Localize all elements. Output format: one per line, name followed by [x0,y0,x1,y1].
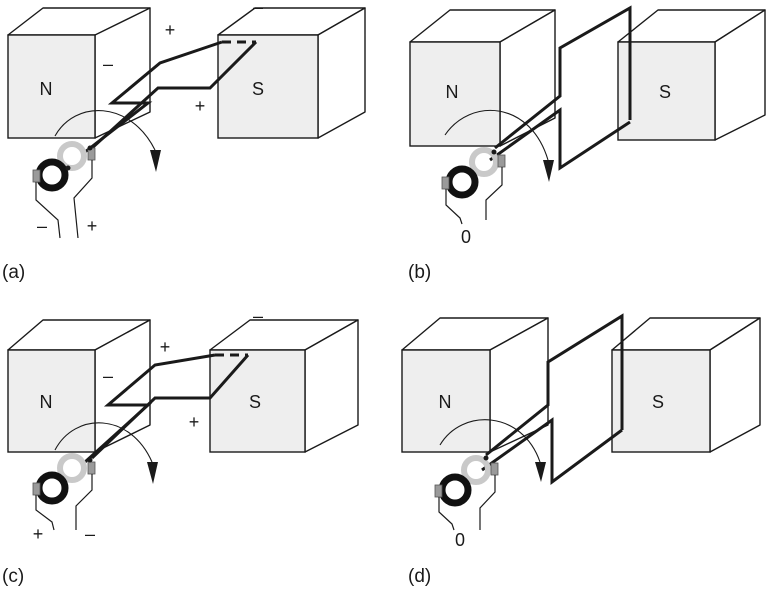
north-pole-label: N [40,79,53,99]
coil-polarity-left: – [103,54,113,74]
brush-left [434,484,443,498]
north-pole-label: N [446,82,459,102]
coil-polarity-top-right: – [253,0,263,17]
panel-c: N S + – – + + – [2,306,359,587]
brush-right [490,462,499,476]
coil-polarity-top-right: – [253,306,263,326]
brush-right [497,154,506,168]
coil-polarity-top-left: + [160,337,171,357]
rotation-arrow [439,419,546,482]
panel-d: N S 0 (d) [401,313,761,587]
terminal-left-polarity: + [33,524,44,544]
armature-coil [481,313,624,485]
slip-rings [32,141,96,239]
brush-left [441,176,450,190]
coil-polarity-bottom: + [189,412,200,432]
south-pole-label: S [659,82,671,102]
rotation-arrow [444,110,554,182]
slip-rings [441,147,506,225]
coil-polarity-top-left: + [165,20,176,40]
brush-left [32,169,41,183]
panel-a: N S + [2,0,366,283]
armature-coil [83,353,250,464]
south-magnet: S [611,317,761,453]
panel-label: (c) [2,566,24,587]
terminal-voltage: 0 [455,530,465,550]
north-pole-label: N [439,392,452,412]
south-magnet: S [617,9,766,141]
panel-label: (b) [408,262,431,283]
north-magnet: N [7,7,151,139]
armature-coil [489,5,632,171]
south-magnet: S [209,319,359,453]
south-pole-label: S [252,79,264,99]
brush-left [32,482,41,496]
terminal-right-polarity: – [85,524,95,544]
slip-rings [32,453,96,531]
south-magnet: S [217,7,366,139]
north-magnet: N [401,317,549,453]
panel-label: (d) [408,566,431,587]
terminal-voltage: 0 [461,227,471,247]
panel-b: N S 0 (b) [408,5,766,283]
south-pole-label: S [652,392,664,412]
terminal-left-polarity: – [37,216,47,236]
rotation-arrow [54,109,161,172]
north-magnet: N [7,319,151,453]
brush-right [87,461,96,475]
slip-rings [434,455,499,531]
south-pole-label: S [249,392,261,412]
north-pole-label: N [40,392,53,412]
panel-label: (a) [2,262,25,283]
terminal-right-polarity: + [87,216,98,236]
north-magnet: N [409,9,556,147]
rotation-arrow [54,422,158,484]
coil-polarity-bottom: + [195,96,206,116]
coil-polarity-left: – [103,366,113,386]
